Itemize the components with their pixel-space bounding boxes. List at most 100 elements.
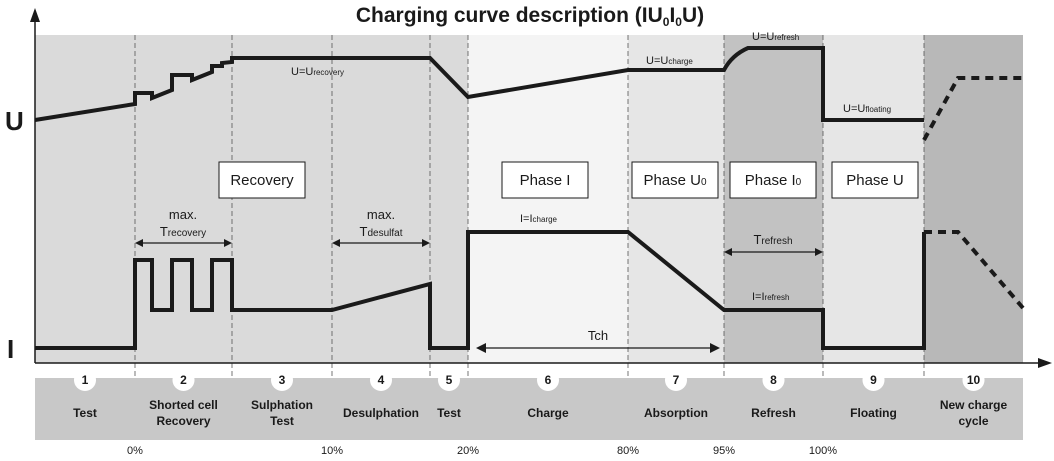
u-floating-label: U=Ufloating	[843, 103, 891, 115]
stage-number: 3	[279, 373, 286, 387]
stage-label-line2: cycle	[958, 414, 988, 428]
tch-arrow-left-icon	[476, 343, 486, 353]
stage-number-badge	[962, 369, 985, 391]
x-axis-arrow-icon	[1038, 358, 1052, 368]
u-axis-label: U	[5, 106, 24, 136]
bg-charge	[468, 35, 628, 363]
percent-mark: 20%	[457, 445, 479, 457]
stage-number-badge	[370, 369, 392, 391]
y-axis-arrow-icon	[30, 8, 40, 22]
tch-arrow-right-icon	[710, 343, 720, 353]
phase-box-phase-i0: Phase I0	[729, 161, 817, 199]
stage-number-badge	[537, 369, 559, 391]
percent-mark: 100%	[809, 445, 837, 457]
percent-mark: 80%	[617, 445, 639, 457]
stage-number-badge	[271, 369, 293, 391]
tch-label: Tch	[588, 328, 608, 343]
bg-refresh	[724, 35, 823, 363]
diagram-title: Charging curve description (IU0I0U)	[356, 4, 704, 29]
t-recovery-arrow-right-icon	[224, 239, 232, 247]
stage-number: 6	[545, 373, 552, 387]
stage-number: 4	[378, 373, 385, 387]
t-desulfat-arrow-right-icon	[422, 239, 430, 247]
phase-backgrounds	[35, 35, 1023, 363]
percent-marks: 0% 10% 20% 80% 95% 100%	[127, 445, 837, 457]
stage-label-line2: Recovery	[156, 414, 210, 428]
svg-text:Phase I0: Phase I0	[745, 172, 802, 189]
stage-label: Desulphation	[343, 406, 419, 420]
svg-text:Phase I: Phase I	[520, 172, 571, 189]
stage-label: Test	[73, 406, 97, 420]
svg-text:Recovery: Recovery	[230, 172, 294, 189]
stage-number: 1	[82, 373, 89, 387]
stage-number: 8	[770, 373, 777, 387]
percent-mark: 10%	[321, 445, 343, 457]
stage-number-badge	[762, 369, 785, 391]
bg-absorption	[628, 35, 724, 363]
stage-bar	[35, 378, 1023, 440]
axes: U I	[5, 8, 1052, 368]
bg-new-cycle	[924, 35, 1023, 363]
svg-text:Phase U: Phase U	[846, 172, 904, 189]
phase-box-phase-i: Phase I	[501, 161, 589, 199]
i-refresh-label: I=Irefresh	[752, 291, 789, 303]
u-refresh-label: U=Urefresh	[752, 31, 799, 43]
stage-number-badge	[438, 369, 460, 391]
current-curve-next-cycle	[924, 230, 1025, 310]
stage-number: 5	[446, 373, 453, 387]
current-curve	[35, 230, 926, 350]
bg-recovery	[35, 35, 468, 363]
stage-label: Floating	[850, 406, 897, 420]
t-desulfat-arrow-left-icon	[332, 239, 340, 247]
t-refresh-arrow-left-icon	[724, 248, 732, 256]
phase-box-phase-u: Phase U	[831, 161, 919, 199]
t-desulfat-label: Tdesulfat	[360, 224, 403, 239]
bg-floating	[823, 35, 924, 363]
phase-box-recovery: Recovery	[218, 161, 306, 199]
stage-number-badge	[862, 369, 885, 391]
stage-label: Sulphation	[251, 398, 313, 412]
t-refresh-arrow-right-icon	[815, 248, 823, 256]
stage-number: 10	[967, 373, 981, 387]
stage-label: Shorted cell	[149, 398, 218, 412]
t-recovery-arrow-left-icon	[135, 239, 143, 247]
stage-number-badge	[665, 369, 687, 391]
stage-label: New charge	[940, 398, 1008, 412]
i-axis-label: I	[7, 334, 14, 364]
stage-number: 9	[870, 373, 877, 387]
u-charge-label: U=Ucharge	[646, 55, 693, 67]
u-recovery-label: U=Urecovery	[291, 66, 344, 78]
stage-label: Charge	[527, 406, 569, 420]
voltage-curve	[34, 46, 924, 122]
stage-label: Refresh	[751, 406, 796, 420]
svg-text:Phase U0: Phase U0	[643, 172, 707, 189]
percent-mark: 95%	[713, 445, 735, 457]
phase-box-phase-u0: Phase U0	[631, 161, 719, 199]
t-desulfat-max-label: max.	[367, 207, 395, 222]
stage-label: Absorption	[644, 406, 708, 420]
t-recovery-max-label: max.	[169, 207, 197, 222]
t-recovery-label: Trecovery	[160, 224, 206, 239]
percent-mark: 0%	[127, 445, 143, 457]
t-refresh-label: Trefresh	[753, 232, 792, 247]
stage-label: Test	[437, 406, 461, 420]
stage-number: 7	[673, 373, 680, 387]
i-charge-label: I=Icharge	[520, 213, 558, 225]
stage-label-line2: Test	[270, 414, 294, 428]
stage-number: 2	[180, 373, 187, 387]
voltage-curve-next-cycle	[922, 76, 1023, 141]
stage-number-badge	[74, 369, 96, 391]
stage-number-badge	[172, 369, 195, 391]
